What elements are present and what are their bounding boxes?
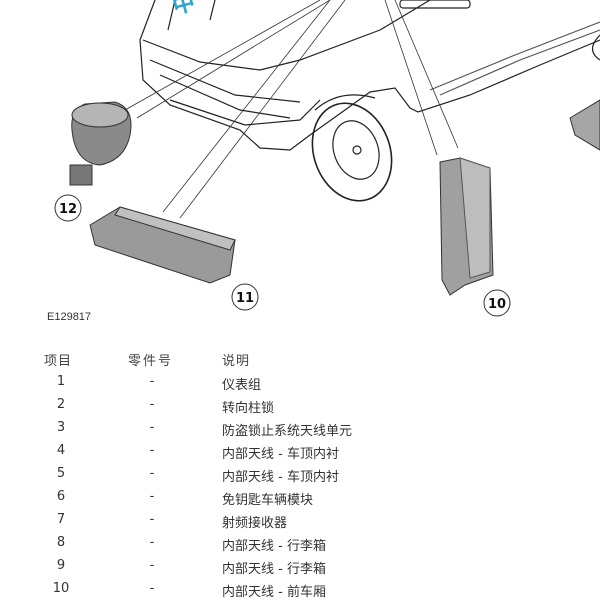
header-part-number: 零件号 <box>128 354 174 369</box>
item-number: 8 <box>56 535 66 550</box>
description: 仪表组 <box>222 378 262 393</box>
description: 内部天线 - 前车厢 <box>222 585 326 600</box>
description: 免钥匙车辆模块 <box>222 493 314 508</box>
figure-id: E129817 <box>47 311 92 323</box>
part-number: - <box>149 374 155 389</box>
part-number: - <box>149 581 155 596</box>
description: 内部天线 - 车顶内衬 <box>222 447 339 462</box>
vehicle-component-illustration: 中 12 11 10 <box>54 0 600 317</box>
table-row: 3 - 防盗锁止系统天线单元 <box>0 420 600 442</box>
header-item: 项目 <box>44 354 73 369</box>
part-number: - <box>149 558 155 573</box>
callout-11: 11 <box>231 283 259 311</box>
component-partial-right <box>569 99 600 151</box>
description: 转向柱锁 <box>222 401 275 416</box>
table-row: 8 - 内部天线 - 行李箱 <box>0 535 600 557</box>
item-number: 1 <box>56 374 66 389</box>
item-number: 10 <box>52 581 70 596</box>
table-row: 9 - 内部天线 - 行李箱 <box>0 558 600 580</box>
component-12-steering-lock <box>69 101 132 186</box>
item-number: 6 <box>56 489 66 504</box>
description: 内部天线 - 行李箱 <box>222 562 326 577</box>
svg-text:11: 11 <box>236 291 254 306</box>
part-number: - <box>149 420 155 435</box>
component-11-antenna <box>89 206 236 284</box>
table-row: 4 - 内部天线 - 车顶内衬 <box>0 443 600 465</box>
svg-text:12: 12 <box>59 202 77 217</box>
leader-lines <box>124 0 459 219</box>
part-number: - <box>149 443 155 458</box>
callout-10: 10 <box>483 289 511 317</box>
table-row: 2 - 转向柱锁 <box>0 397 600 419</box>
table-row: 7 - 射频接收器 <box>0 512 600 534</box>
component-10-antenna <box>439 157 494 296</box>
description: 内部天线 - 车顶内衬 <box>222 470 339 485</box>
table-row: 10 - 内部天线 - 前车厢 <box>0 581 600 603</box>
description: 防盗锁止系统天线单元 <box>222 424 353 439</box>
vehicle-outline <box>139 0 600 202</box>
item-number: 7 <box>56 512 66 527</box>
table-row: 6 - 免钥匙车辆模块 <box>0 489 600 511</box>
item-number: 5 <box>56 466 66 481</box>
part-number: - <box>149 512 155 527</box>
description: 射频接收器 <box>222 516 288 531</box>
item-number: 4 <box>56 443 66 458</box>
description: 内部天线 - 行李箱 <box>222 539 326 554</box>
svg-text:10: 10 <box>488 297 506 312</box>
part-number: - <box>149 397 155 412</box>
item-number: 9 <box>56 558 66 573</box>
part-number: - <box>149 466 155 481</box>
header-description: 说明 <box>222 354 251 369</box>
watermark-text: 中 <box>170 0 198 20</box>
table-row: 5 - 内部天线 - 车顶内衬 <box>0 466 600 488</box>
part-number: - <box>149 535 155 550</box>
part-number: - <box>149 489 155 504</box>
item-number: 2 <box>56 397 66 412</box>
table-header: 项目 零件号 说明 <box>0 350 600 372</box>
item-number: 3 <box>56 420 66 435</box>
callout-12: 12 <box>54 194 82 222</box>
table-row: 1 - 仪表组 <box>0 374 600 396</box>
